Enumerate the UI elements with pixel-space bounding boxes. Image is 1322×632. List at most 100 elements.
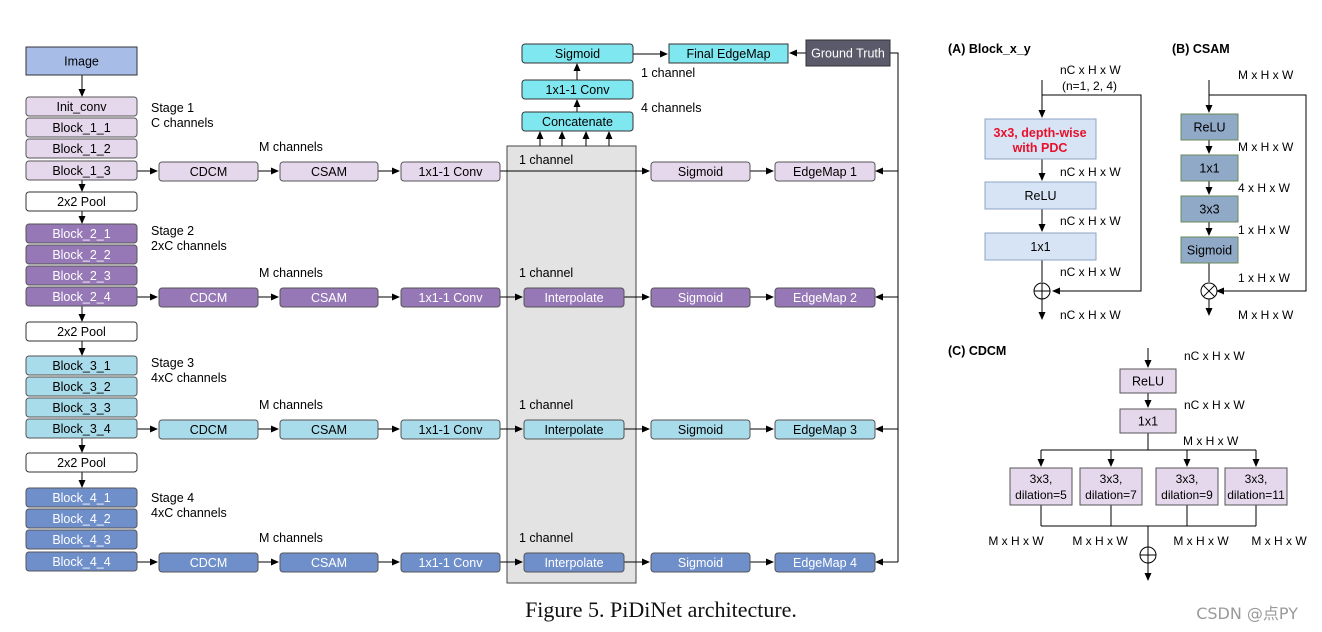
stage3-cdcm (158, 419, 259, 440)
panel-c-conv (1119, 408, 1177, 434)
stage1-cdcm (158, 161, 259, 182)
panel-b-dims-sigmoid: 1 x H x W (1238, 271, 1291, 285)
panel-a-relu-label: ReLU (1025, 189, 1057, 203)
stage2-channels: 2xC channels (151, 239, 227, 253)
panel-b-conv3-label: 3x3 (1199, 203, 1219, 217)
stage3-conv-label: 1x1-1 Conv (419, 423, 484, 437)
fusion-one-channel: 1 channel (641, 66, 695, 80)
stage1-block-3-label: Block_1_2 (52, 142, 110, 156)
pool-3-label: 2x2 Pool (57, 456, 106, 470)
panel-b-relu-label: ReLU (1194, 121, 1226, 135)
panel-b-sigmoid-label: Sigmoid (1187, 244, 1232, 258)
interpolation-band (506, 145, 637, 584)
stage3-block-3-label: Block_3_3 (52, 401, 110, 415)
panel-c-title: (C) CDCM (948, 344, 1006, 358)
panel-a-relu (984, 181, 1097, 210)
panel-b-out-dims: M x H x W (1238, 308, 1294, 322)
stage1-csam-label: CSAM (311, 165, 347, 179)
panel-c-dims-conv: M x H x W (1183, 434, 1239, 448)
panel-a-dims-conv: nC x H x W (1060, 265, 1121, 279)
stage4-edgemap-label: EdgeMap 4 (793, 556, 857, 570)
stage1-block-2-label: Block_1_1 (52, 121, 110, 135)
stage3-block-3 (25, 397, 138, 418)
pool-1 (25, 191, 138, 212)
stage4-interpolate-label: Interpolate (544, 556, 603, 570)
pool-2-label: 2x2 Pool (57, 325, 106, 339)
panel-c-conv-label: 1x1 (1138, 415, 1158, 429)
stage1-m-channels: M channels (259, 140, 323, 154)
panel-c-relu (1119, 368, 1177, 394)
stage2-csam-label: CSAM (311, 291, 347, 305)
panel-c-relu-label: ReLU (1132, 375, 1164, 389)
stage4-conv (400, 552, 501, 573)
panel-a-dims-relu: nC x H x W (1060, 214, 1121, 228)
stage1-conv (400, 161, 501, 182)
stage1-block-2 (25, 117, 138, 138)
pool-1-label: 2x2 Pool (57, 195, 106, 209)
panel-c-branch-4-kernel: 3x3, (1245, 472, 1268, 486)
panel-c-branch-2-dilation: dilation=7 (1085, 488, 1137, 502)
stage2-sigmoid (650, 287, 751, 308)
stage3-csam-label: CSAM (311, 423, 347, 437)
stage3-interpolate (523, 419, 625, 440)
stage4-block-3-label: Block_4_3 (52, 533, 110, 547)
stage4-m-channels: M channels (259, 531, 323, 545)
stage2-interpolate (523, 287, 625, 308)
four-channels-label: 4 channels (641, 101, 701, 115)
panel-a-conv-label: 1x1 (1030, 240, 1050, 254)
stage3-one-channel: 1 channel (519, 398, 573, 412)
stage3-interpolate-label: Interpolate (544, 423, 603, 437)
stage4-cdcm (158, 552, 259, 573)
stage3-csam (279, 419, 379, 440)
stage4-block-3 (25, 529, 138, 550)
stage2-interpolate-label: Interpolate (544, 291, 603, 305)
stage2-conv (400, 287, 501, 308)
stage1-csam (279, 161, 379, 182)
ground-truth (805, 39, 891, 67)
stage2-block-4 (25, 286, 138, 307)
stage1-title: Stage 1 (151, 101, 194, 115)
stage4-block-2 (25, 508, 138, 529)
stage3-block-2 (25, 376, 138, 397)
panel-c-branch-2 (1079, 467, 1143, 506)
stage1-block-1-label: Init_conv (56, 100, 107, 114)
panel-b-multiply-cross (1202, 284, 1216, 298)
stage3-channels: 4xC channels (151, 371, 227, 385)
concatenate-label: Concatenate (542, 115, 613, 129)
panel-c-branch-1-kernel: 3x3, (1030, 472, 1053, 486)
stage1-edgemap-label: EdgeMap 1 (793, 165, 857, 179)
panel-b-title: (B) CSAM (1172, 42, 1230, 56)
panel-a-pdc-line2: with PDC (1012, 141, 1068, 155)
panel-c-branch-3 (1155, 467, 1219, 506)
panel-c-branch-1-dilation: dilation=5 (1015, 488, 1067, 502)
panel-c-in-dims: nC x H x W (1184, 349, 1245, 363)
stage4-one-channel: 1 channel (519, 531, 573, 545)
stage3-m-channels: M channels (259, 398, 323, 412)
stage4-sigmoid-label: Sigmoid (678, 556, 723, 570)
panel-a-dims-pdc: nC x H x W (1060, 165, 1121, 179)
panel-b-dims-conv1: 4 x H x W (1238, 181, 1291, 195)
panel-b-conv1 (1180, 154, 1239, 182)
stage4-edgemap (774, 552, 876, 573)
stage3-block-1-label: Block_3_1 (52, 359, 110, 373)
panel-c-branch-dims-1: M x H x W (988, 534, 1044, 548)
fusion-conv (521, 79, 634, 100)
stage2-edgemap (774, 287, 876, 308)
stage1-sigmoid-label: Sigmoid (678, 165, 723, 179)
panel-a-conv (984, 232, 1097, 261)
stage3-block-4-label: Block_3_4 (52, 422, 110, 436)
diagram-nodes: ImageInit_convBlock_1_1Block_1_2Block_1_… (25, 39, 1307, 573)
stage4-block-4-label: Block_4_4 (52, 555, 110, 569)
stage4-csam (279, 552, 379, 573)
stage3-sigmoid (650, 419, 751, 440)
stage1-sigmoid (650, 161, 751, 182)
stage4-block-1-label: Block_4_1 (52, 491, 110, 505)
stage4-block-1 (25, 487, 138, 508)
stage4-conv-label: 1x1-1 Conv (419, 556, 484, 570)
fusion-sigmoid-label: Sigmoid (555, 47, 600, 61)
stage3-cdcm-label: CDCM (190, 423, 228, 437)
panel-c-dims-relu: nC x H x W (1184, 398, 1245, 412)
stage1-one-channel: 1 channel (519, 153, 573, 167)
panel-b-conv3 (1180, 195, 1239, 223)
stage4-block-2-label: Block_4_2 (52, 512, 110, 526)
